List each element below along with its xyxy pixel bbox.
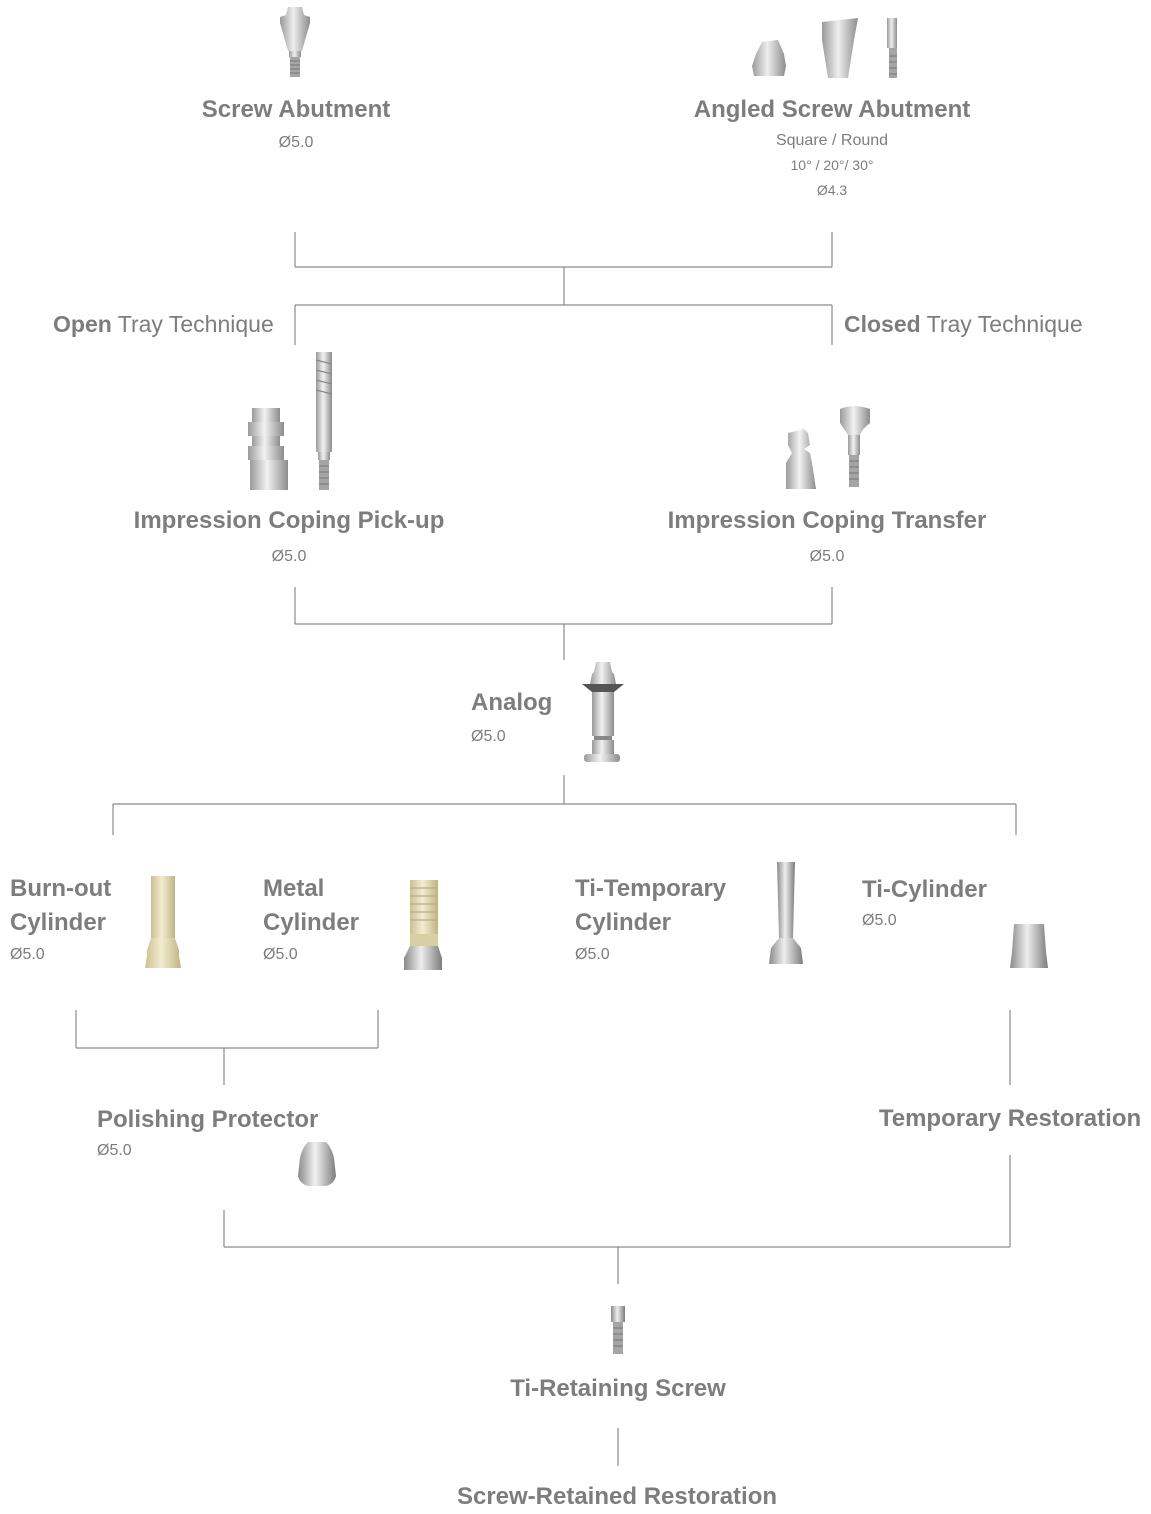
temporary-restoration-node: Temporary Restoration bbox=[879, 1102, 1141, 1136]
metal-cylinder-title-1: Metal bbox=[263, 875, 325, 902]
analog-title: Analog bbox=[471, 689, 553, 716]
ti-cylinder-diameter: Ø5.0 bbox=[862, 912, 897, 929]
closed-tray-label: Closed Tray Technique bbox=[844, 311, 1083, 337]
metal-cylinder-image bbox=[404, 880, 442, 970]
screw-retained-restoration-title: Screw-Retained Restoration bbox=[456, 1483, 778, 1510]
screw-abutment-image bbox=[280, 7, 310, 77]
polishing-protector-diameter: Ø5.0 bbox=[97, 1142, 132, 1159]
burnout-cylinder-title-1: Burn-out bbox=[10, 875, 112, 902]
ti-retaining-screw-title: Ti-Retaining Screw bbox=[510, 1375, 726, 1402]
metal-cylinder-diameter: Ø5.0 bbox=[263, 946, 298, 963]
metal-cylinder-title-2: Cylinder bbox=[263, 909, 360, 936]
open-tray-label: Open Tray Technique bbox=[53, 311, 274, 337]
analog-node: Analog Ø5.0 bbox=[471, 686, 552, 748]
temporary-restoration-title: Temporary Restoration bbox=[878, 1105, 1142, 1132]
screw-retained-restoration-node: Screw-Retained Restoration bbox=[457, 1480, 777, 1514]
impression-coping-pickup-title: Impression Coping Pick-up bbox=[133, 507, 445, 534]
impression-coping-transfer-title: Impression Coping Transfer bbox=[667, 507, 987, 534]
angled-screw-abutment-angles: 10° / 20°/ 30° bbox=[790, 157, 874, 173]
ti-temporary-cylinder-diameter: Ø5.0 bbox=[575, 946, 610, 963]
burnout-cylinder-title-2: Cylinder bbox=[10, 909, 107, 936]
screw-abutment-title: Screw Abutment bbox=[201, 96, 391, 123]
analog-image bbox=[582, 662, 624, 762]
polishing-protector-title: Polishing Protector bbox=[97, 1106, 319, 1133]
angled-screw-abutment-image bbox=[752, 18, 897, 78]
burnout-cylinder-node: Burn-out Cylinder Ø5.0 bbox=[10, 872, 111, 966]
burnout-cylinder-image bbox=[145, 876, 181, 968]
ti-cylinder-title: Ti-Cylinder bbox=[862, 876, 987, 903]
angled-screw-abutment-title: Angled Screw Abutment bbox=[693, 96, 971, 123]
ti-cylinder-node: Ti-Cylinder Ø5.0 bbox=[862, 873, 987, 932]
polishing-protector-image bbox=[298, 1142, 336, 1186]
angled-screw-abutment-shape: Square / Round bbox=[775, 132, 889, 149]
ti-temporary-cylinder-node: Ti-Temporary Cylinder Ø5.0 bbox=[575, 872, 726, 966]
screw-abutment-node: Screw Abutment Ø5.0 bbox=[202, 93, 390, 154]
ti-cylinder-image bbox=[1010, 924, 1048, 968]
analog-diameter: Ø5.0 bbox=[471, 728, 506, 745]
impression-coping-pickup-node: Impression Coping Pick-up Ø5.0 bbox=[134, 504, 445, 568]
impression-coping-pickup-image bbox=[248, 352, 333, 490]
impression-coping-pickup-diameter: Ø5.0 bbox=[271, 548, 307, 565]
polishing-protector-node: Polishing Protector Ø5.0 bbox=[97, 1103, 318, 1162]
impression-coping-transfer-node: Impression Coping Transfer Ø5.0 bbox=[668, 504, 987, 568]
ti-temporary-cylinder-title-2: Cylinder bbox=[575, 909, 672, 936]
screw-abutment-diameter: Ø5.0 bbox=[278, 134, 314, 151]
impression-coping-transfer-diameter: Ø5.0 bbox=[809, 548, 845, 565]
ti-temporary-cylinder-title-1: Ti-Temporary bbox=[575, 875, 727, 902]
angled-screw-abutment-node: Angled Screw Abutment Square / Round 10°… bbox=[694, 93, 970, 200]
ti-retaining-screw-image bbox=[611, 1306, 625, 1354]
burnout-cylinder-diameter: Ø5.0 bbox=[10, 946, 45, 963]
angled-screw-abutment-diameter: Ø4.3 bbox=[816, 182, 848, 198]
metal-cylinder-node: Metal Cylinder Ø5.0 bbox=[263, 872, 359, 966]
ti-retaining-screw-node: Ti-Retaining Screw bbox=[510, 1372, 726, 1406]
ti-temporary-cylinder-image bbox=[769, 862, 803, 964]
impression-coping-transfer-image bbox=[786, 406, 870, 489]
